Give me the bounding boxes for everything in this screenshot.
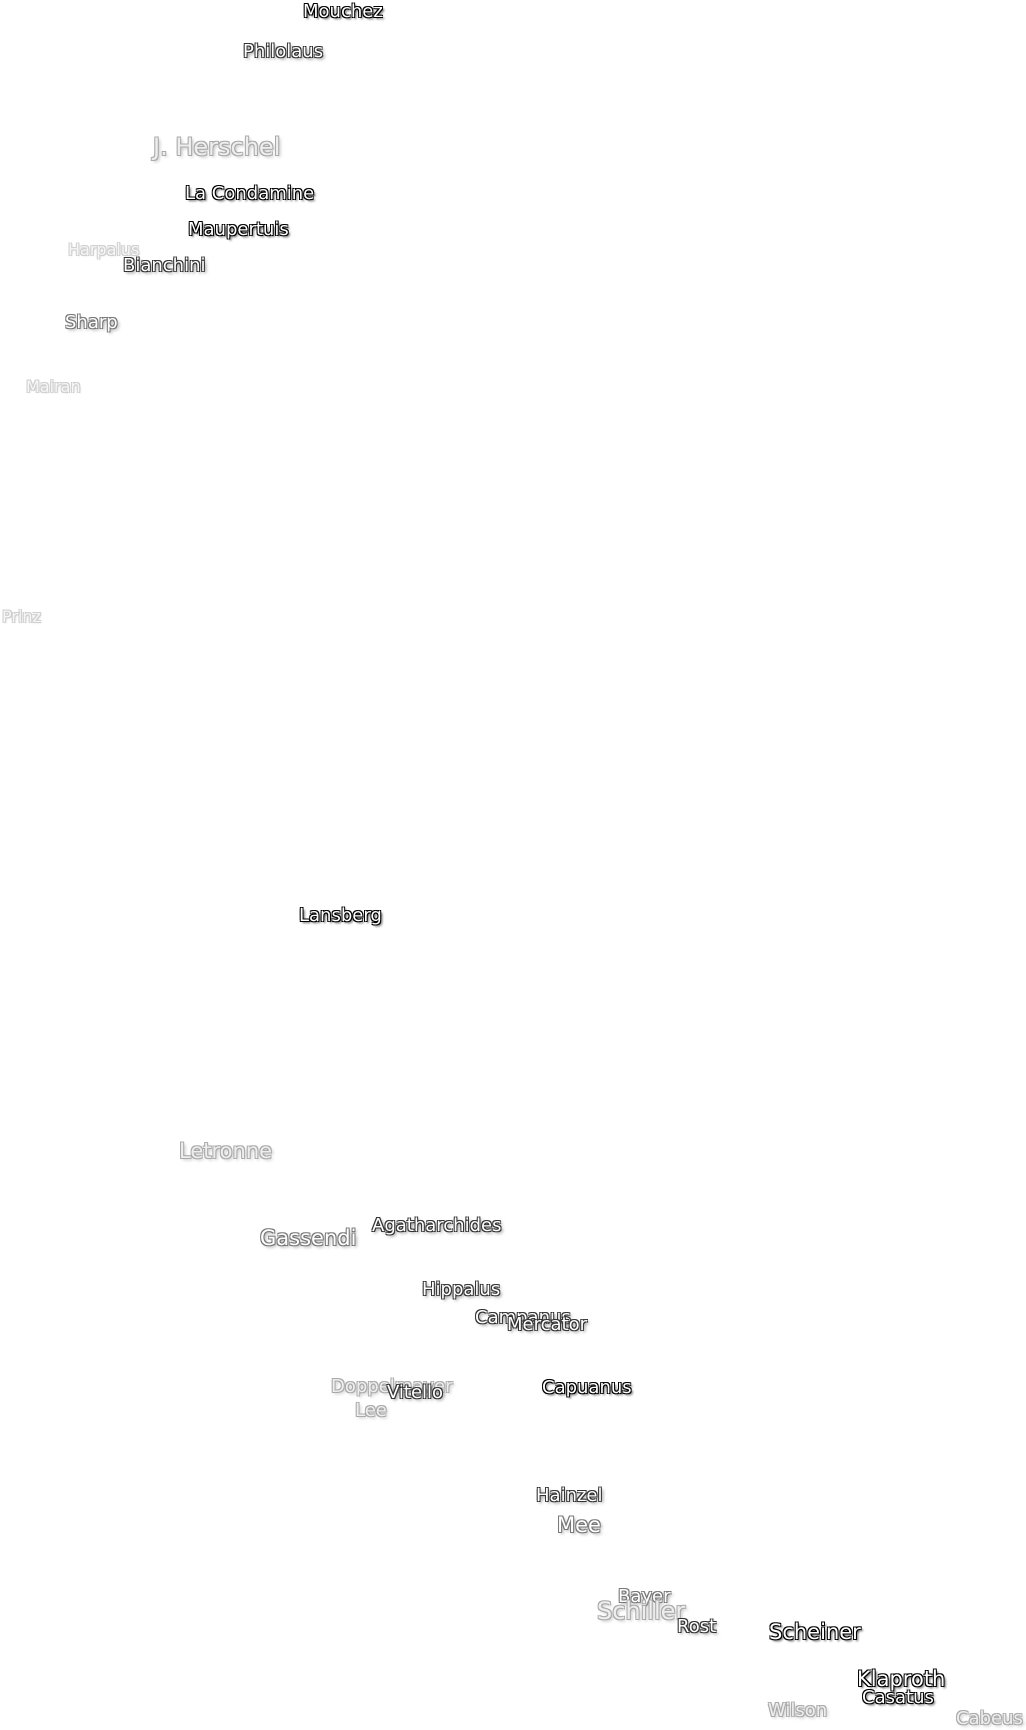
crater-label-gassendi[interactable]: Gassendi <box>260 1226 357 1250</box>
crater-label-mee[interactable]: Mee <box>557 1513 601 1537</box>
crater-label-vitello[interactable]: Vitello <box>387 1382 444 1403</box>
crater-label-harpalus[interactable]: Harpalus <box>68 240 140 259</box>
crater-label-mairan[interactable]: Mairan <box>26 377 81 396</box>
crater-label-la-condamine[interactable]: La Condamine <box>185 183 315 204</box>
crater-label-lee[interactable]: Lee <box>355 1400 387 1421</box>
crater-label-sharp[interactable]: Sharp <box>65 312 118 333</box>
crater-label-prinz[interactable]: Prinz <box>2 607 41 626</box>
crater-label-rost[interactable]: Rost <box>677 1616 717 1637</box>
crater-label-cabeus[interactable]: Cabeus <box>956 1708 1023 1729</box>
crater-label-lansberg[interactable]: Lansberg <box>299 905 382 926</box>
crater-label-capuanus[interactable]: Capuanus <box>542 1377 632 1398</box>
crater-label-klaproth[interactable]: Klaproth <box>857 1667 946 1691</box>
crater-label-agatharchides[interactable]: Agatharchides <box>372 1215 502 1236</box>
crater-label-scheiner[interactable]: Scheiner <box>769 1620 861 1644</box>
crater-label-j-herschel[interactable]: J. Herschel <box>153 133 281 161</box>
crater-label-mercator[interactable]: Mercator <box>507 1314 588 1335</box>
crater-label-bayer[interactable]: Bayer <box>618 1586 671 1607</box>
crater-label-letronne[interactable]: Letronne <box>179 1139 273 1163</box>
crater-label-campanus[interactable]: Campanus <box>475 1307 571 1328</box>
crater-label-bianchini[interactable]: Bianchini <box>123 255 206 276</box>
crater-label-hippalus[interactable]: Hippalus <box>422 1279 501 1300</box>
crater-label-hainzel[interactable]: Hainzel <box>536 1485 603 1506</box>
crater-label-philolaus[interactable]: Philolaus <box>243 41 324 62</box>
crater-label-casatus[interactable]: Casatus <box>862 1687 934 1708</box>
crater-label-mouchez[interactable]: Mouchez <box>303 1 383 22</box>
crater-label-wilson[interactable]: Wilson <box>768 1700 828 1721</box>
crater-label-maupertuis[interactable]: Maupertuis <box>188 219 289 240</box>
crater-label-schiller[interactable]: Schiller <box>597 1597 686 1625</box>
crater-label-doppelmayer[interactable]: Doppelmayer <box>331 1376 453 1397</box>
